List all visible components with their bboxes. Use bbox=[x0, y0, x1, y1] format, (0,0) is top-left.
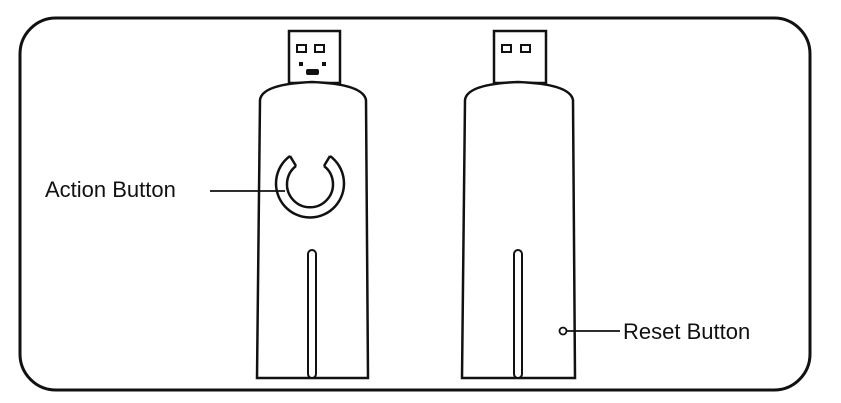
action-button-label: Action Button bbox=[45, 177, 176, 202]
light-slot-back bbox=[513, 249, 523, 379]
light-slot-front bbox=[307, 249, 317, 379]
outer-frame bbox=[18, 16, 812, 392]
power-ring-icon bbox=[274, 154, 346, 219]
usb-contact-hole bbox=[501, 44, 512, 53]
usb-contact-hole bbox=[520, 44, 531, 53]
reset-pinhole bbox=[558, 326, 568, 336]
usb-connector-front bbox=[287, 29, 342, 85]
device-body-back bbox=[460, 80, 577, 380]
device-front bbox=[210, 29, 370, 380]
usb-contact-slot bbox=[306, 69, 319, 75]
device-body-front bbox=[255, 80, 370, 380]
usb-contact-hole bbox=[314, 44, 325, 53]
usb-contact-hole bbox=[296, 44, 307, 53]
usb-connector-back bbox=[492, 29, 548, 85]
usb-contact-dot bbox=[322, 62, 326, 66]
device-back bbox=[460, 29, 620, 380]
usb-contact-dot bbox=[299, 62, 303, 66]
reset-button-label: Reset Button bbox=[623, 319, 751, 344]
